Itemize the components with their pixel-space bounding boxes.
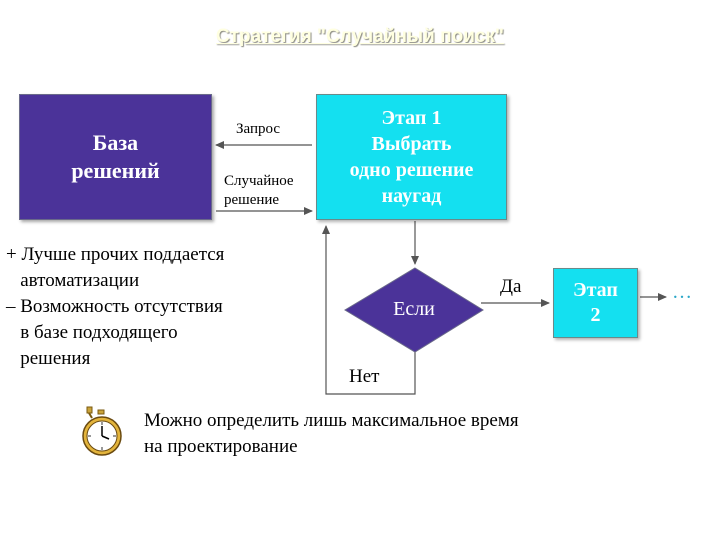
pros-cons-notes: + Лучше прочих поддается автоматизации –… — [6, 242, 224, 372]
stage1-box: Этап 1 Выбрать одно решение наугад — [316, 94, 507, 220]
note-line: решения — [6, 348, 91, 369]
bottom-note: Можно определить лишь максимальное время… — [144, 410, 519, 457]
database-box: База решений — [19, 94, 212, 220]
database-label: База решений — [71, 130, 160, 183]
random-solution-label: Случайное решение — [224, 173, 294, 208]
yes-label: Да — [500, 276, 522, 297]
note-line: автоматизации — [6, 270, 140, 291]
stage2-box: Этап 2 — [553, 268, 638, 338]
stage2-label: Этап 2 — [573, 279, 618, 326]
stage1-label: Этап 1 Выбрать одно решение наугад — [349, 107, 474, 207]
continuation-dots: … — [672, 281, 695, 303]
decision-diamond — [344, 267, 484, 353]
page-title: Стратегия "Случайный поиск" — [216, 26, 504, 47]
request-label: Запрос — [236, 121, 281, 137]
no-label: Нет — [349, 366, 380, 387]
note-line: – Возможность отсутствия — [6, 296, 223, 317]
stopwatch-icon — [82, 406, 122, 456]
note-line: + Лучше прочих поддается — [6, 244, 225, 265]
note-line: в базе подходящего — [6, 322, 178, 343]
no-loop-arrow — [322, 225, 416, 395]
decision-label: Если — [393, 298, 435, 320]
